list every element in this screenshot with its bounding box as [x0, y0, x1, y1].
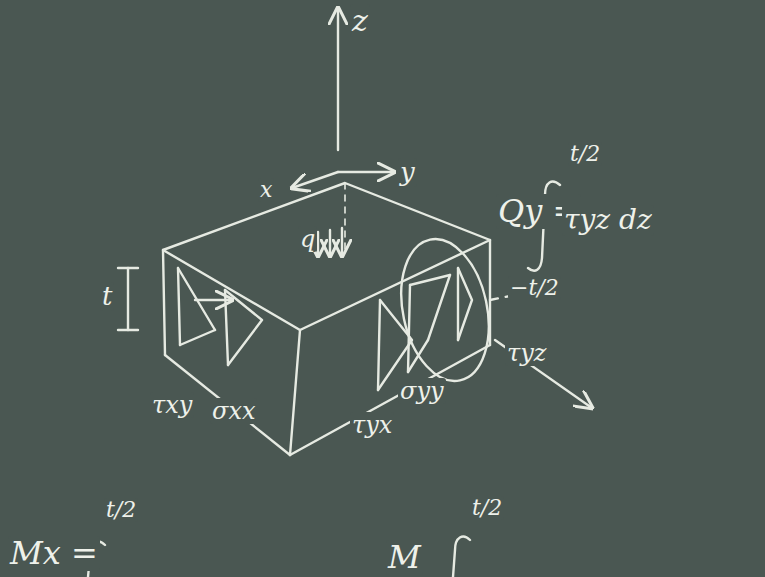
chalk-label: −t/2: [508, 276, 561, 300]
chalk-label: t/2: [470, 496, 504, 520]
chalk-label: σxx: [210, 398, 257, 424]
chalk-label: t/2: [568, 142, 602, 166]
chalk-label: σyy: [398, 378, 446, 404]
chalk-label: z: [350, 4, 370, 37]
chalk-label: τyx: [350, 412, 394, 438]
chalk-label: τyz dz: [562, 205, 654, 236]
chalk-label: Mx =: [8, 536, 100, 571]
chalk-label: q: [298, 226, 317, 252]
chalk-label: τxy: [150, 392, 194, 418]
chalk-label: t/2: [104, 498, 138, 522]
chalk-label: τyz: [505, 340, 548, 366]
chalk-label: t: [100, 282, 114, 311]
chalk-label: y: [398, 158, 417, 187]
chalk-label: M: [386, 540, 423, 575]
chalk-label: x: [258, 178, 274, 202]
